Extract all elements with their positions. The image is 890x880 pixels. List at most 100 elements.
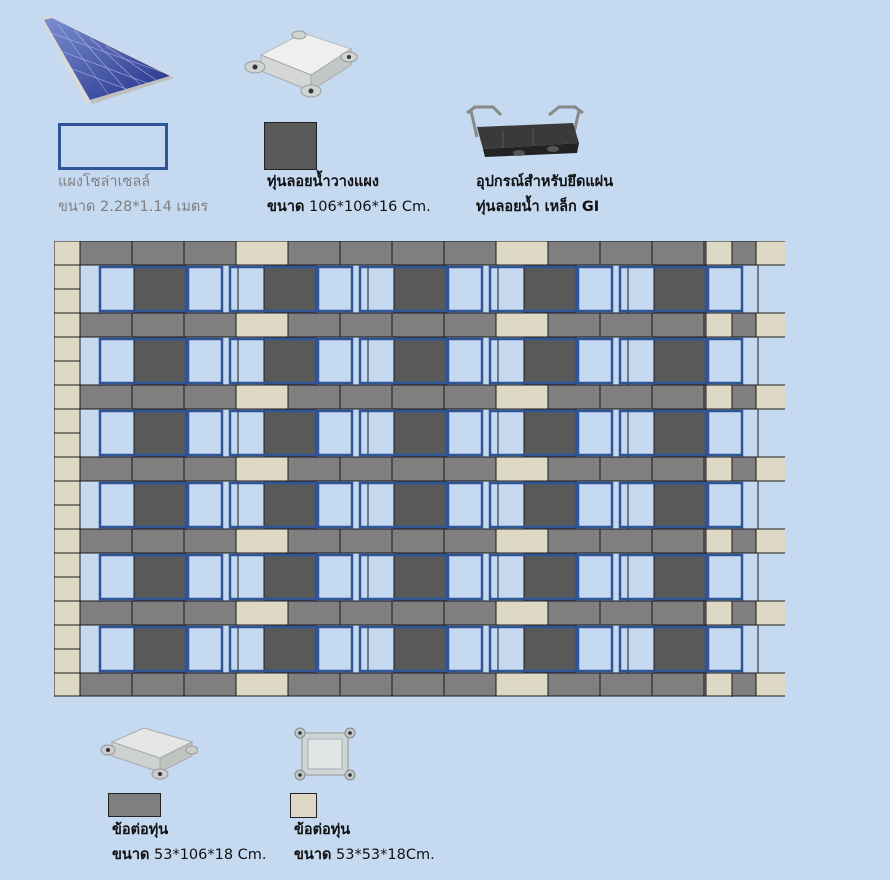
connector-large-label: ข้อต่อทุ่น ขนาด 53*106*18 Cm.: [112, 818, 267, 868]
solar-panel: [98, 409, 188, 457]
connector-small: [495, 312, 549, 338]
connector-large: [339, 600, 393, 626]
connector-large: [547, 456, 601, 482]
connector-large: [79, 528, 133, 554]
main-float: [133, 264, 187, 314]
edge-connector-small: [54, 528, 81, 554]
solar-panel: [316, 265, 354, 313]
main-float: [263, 552, 317, 602]
solar-panel: [186, 553, 224, 601]
edge-connector-small: [54, 672, 81, 697]
solar-panel: [186, 481, 224, 529]
main-float: [653, 624, 707, 674]
solar-panel: [228, 553, 318, 601]
main-float: [653, 336, 707, 386]
connector-large: [547, 528, 601, 554]
solar-panel: [316, 409, 354, 457]
connector-small: [495, 456, 549, 482]
connector-small: [235, 384, 289, 410]
main-float: [263, 264, 317, 314]
solar-panel: [446, 553, 484, 601]
main-float: [393, 408, 447, 458]
connector-small: [495, 241, 549, 266]
connector-small-image: [294, 727, 356, 781]
solar-panel: [618, 337, 708, 385]
connector-small-name: ข้อต่อทุ่น: [294, 822, 351, 838]
connector-large: [79, 600, 133, 626]
main-float: [653, 408, 707, 458]
connector-large: [391, 672, 445, 697]
solar-panel: [576, 481, 614, 529]
connector-large: [287, 528, 341, 554]
grid-cell: [705, 480, 759, 530]
solar-panel: [576, 553, 614, 601]
connector-large: [599, 384, 653, 410]
solar-panel: [446, 625, 484, 673]
grid-cell: [705, 624, 759, 674]
connector-large: [547, 241, 601, 266]
connector-small: [235, 528, 289, 554]
solar-panel: [228, 337, 318, 385]
connector-large: [443, 600, 497, 626]
connector-large: [287, 672, 341, 697]
solar-panel: [316, 625, 354, 673]
main-float: [523, 624, 577, 674]
connector-large: [287, 241, 341, 266]
solar-panel: [186, 409, 224, 457]
solar-panel: [446, 481, 484, 529]
edge-connector-small: [54, 480, 81, 506]
connector-large: [79, 456, 133, 482]
connector-large: [79, 312, 133, 338]
float-layout-grid: [54, 241, 785, 697]
connector-large: [599, 456, 653, 482]
connector-large: [131, 312, 185, 338]
panel-swatch: [58, 123, 168, 170]
solar-panel: [186, 625, 224, 673]
connector-large: [339, 528, 393, 554]
solar-panel: [358, 625, 448, 673]
connector-large: [79, 241, 133, 266]
solar-panel: [358, 553, 448, 601]
bracket-label: อุปกรณ์สำหรับยึดแผ่น ทุ่นลอยน้ำ เหล็ก GI: [476, 170, 613, 220]
solar-panel: [228, 409, 318, 457]
main-float: [653, 552, 707, 602]
main-float: [263, 480, 317, 530]
solar-panel: [488, 409, 578, 457]
main-float: [133, 480, 187, 530]
edge-connector-small: [54, 600, 81, 626]
solar-panel: [98, 553, 188, 601]
connector-small: [495, 528, 549, 554]
solar-panel: [706, 337, 744, 385]
edge-connector-small: [54, 241, 81, 266]
edge-connector-small: [54, 336, 81, 362]
edge-connector-small: [54, 648, 81, 674]
edge-connector-small: [705, 600, 733, 626]
main-float-label: ทุ่นลอยน้ำวางแผง ขนาด 106*106*16 Cm.: [267, 170, 431, 220]
main-float: [133, 336, 187, 386]
solar-panel: [358, 409, 448, 457]
main-float: [523, 408, 577, 458]
bracket-name-2: ทุ่นลอยน้ำ เหล็ก GI: [476, 199, 600, 215]
connector-small: [495, 672, 549, 697]
connector-large: [183, 241, 237, 266]
solar-panel: [488, 481, 578, 529]
grid-cell: [705, 552, 759, 602]
connector-small: [755, 384, 785, 410]
main-float: [263, 408, 317, 458]
panel-size: ขนาด 2.28*1.14 เมตร: [58, 199, 209, 215]
connector-large: [651, 528, 705, 554]
connector-small-swatch: [290, 793, 317, 818]
main-float: [393, 336, 447, 386]
connector-large: [599, 672, 653, 697]
connector-large: [391, 528, 445, 554]
solar-panel: [706, 553, 744, 601]
solar-panel: [98, 265, 188, 313]
connector-small: [495, 384, 549, 410]
connector-large-size-prefix: ขนาด: [112, 847, 150, 863]
connector-large-size: 53*106*18 Cm.: [154, 847, 267, 863]
solar-panel: [618, 265, 708, 313]
main-float: [393, 480, 447, 530]
panel-name: แผงโซล่าเซลล์: [58, 174, 151, 190]
solar-panel: [358, 265, 448, 313]
connector-large: [599, 312, 653, 338]
